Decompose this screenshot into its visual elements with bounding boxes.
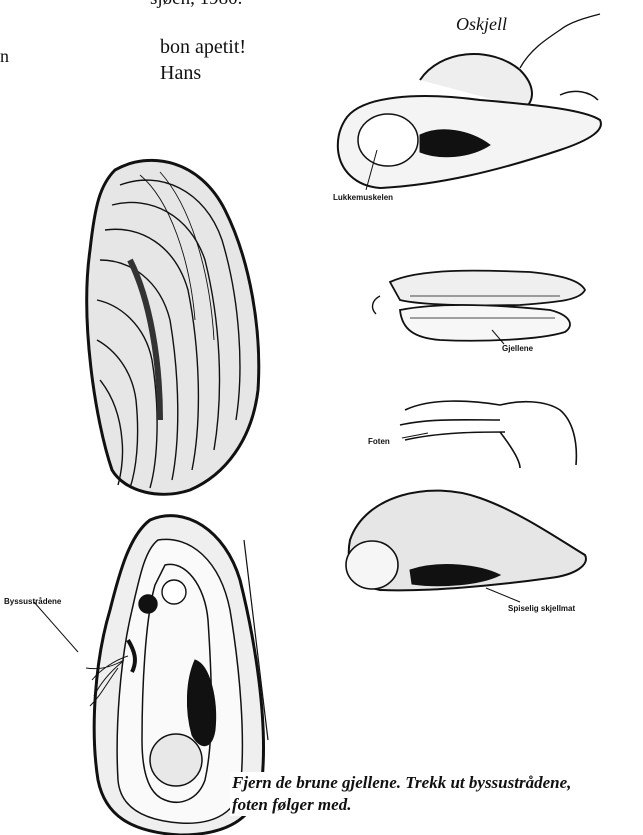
signature-text: Hans — [160, 60, 246, 86]
label-gills: Gjellene — [502, 344, 533, 353]
caption-line-2: foten følger med. — [232, 794, 642, 816]
label-byssus-threads: Byssustrådene — [4, 597, 61, 606]
edge-text-fragment: n — [0, 46, 9, 67]
clipped-top-text: sjøen, 1980. — [150, 0, 242, 10]
caption-line-1: Fjern de brune gjellene. Trekk ut byssus… — [232, 772, 642, 794]
greeting-text: bon apetit! — [160, 34, 246, 60]
adductor-muscle-drawing — [338, 14, 601, 190]
figure-title: Oskjell — [456, 14, 507, 35]
edible-meat-drawing — [346, 491, 586, 602]
closed-mussel-shell-drawing — [87, 160, 259, 494]
label-adductor-muscle: Lukkemuskelen — [333, 193, 393, 202]
gills-drawing — [373, 271, 585, 344]
label-foot: Foten — [368, 437, 390, 446]
signoff-block: bon apetit! Hans — [160, 34, 246, 86]
foot-drawing — [400, 401, 576, 468]
label-edible-meat: Spiselig skjellmat — [508, 604, 575, 613]
instruction-caption: Fjern de brune gjellene. Trekk ut byssus… — [230, 772, 642, 816]
